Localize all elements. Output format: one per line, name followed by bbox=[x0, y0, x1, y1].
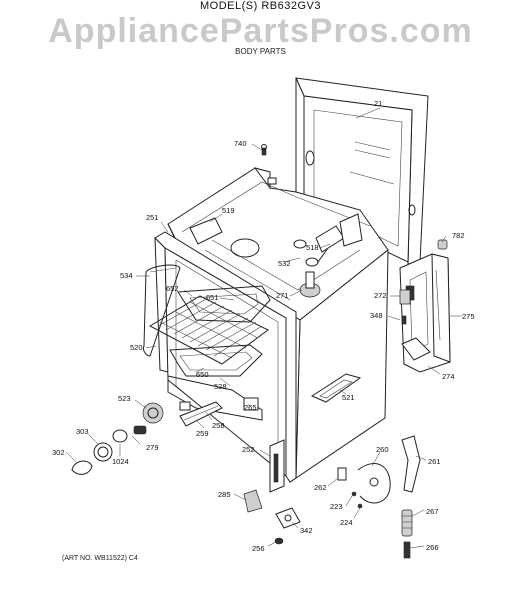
callout-518: 518 bbox=[306, 243, 319, 252]
knob-assembly bbox=[71, 402, 164, 475]
callout-272: 272 bbox=[374, 291, 387, 300]
callout-251: 251 bbox=[146, 213, 159, 222]
callout-266: 266 bbox=[426, 543, 439, 552]
door-gasket bbox=[143, 264, 181, 357]
callout-519: 519 bbox=[222, 206, 235, 215]
hinge-252 bbox=[269, 439, 285, 493]
callout-1024: 1024 bbox=[112, 457, 129, 466]
callout-267: 267 bbox=[426, 507, 439, 516]
callout-271: 271 bbox=[276, 291, 289, 300]
regulator bbox=[299, 247, 329, 298]
bake-element bbox=[169, 285, 271, 377]
callout-521: 521 bbox=[342, 393, 355, 402]
callout-523: 523 bbox=[118, 394, 131, 403]
callout-528: 528 bbox=[214, 382, 227, 391]
callout-260: 260 bbox=[376, 445, 389, 454]
callout-labels: 21 740 251 519 782 518 532 534 652 651 2… bbox=[52, 99, 475, 553]
callout-261: 261 bbox=[428, 457, 441, 466]
hinge-receiver bbox=[351, 463, 391, 509]
callout-259: 259 bbox=[196, 429, 209, 438]
leader-lines bbox=[65, 107, 462, 549]
callout-782: 782 bbox=[452, 231, 465, 240]
callout-256: 256 bbox=[252, 544, 265, 553]
callout-652: 652 bbox=[166, 284, 179, 293]
callout-224: 224 bbox=[340, 518, 353, 527]
callout-348: 348 bbox=[370, 311, 383, 320]
model-title: MODEL(S) RB632GV3 bbox=[200, 0, 321, 12]
leg-285 bbox=[243, 489, 263, 513]
callout-21: 21 bbox=[374, 99, 382, 108]
oven-rack bbox=[148, 295, 269, 365]
terminal-block bbox=[399, 289, 411, 325]
callout-285: 285 bbox=[218, 490, 231, 499]
callout-303: 303 bbox=[76, 427, 89, 436]
callout-651: 651 bbox=[206, 293, 219, 302]
callout-520: 520 bbox=[130, 343, 143, 352]
callout-342: 342 bbox=[300, 526, 313, 535]
leg-bracket-342 bbox=[274, 507, 301, 545]
callout-279: 279 bbox=[146, 443, 159, 452]
callout-534: 534 bbox=[120, 271, 133, 280]
right-side-module bbox=[399, 253, 451, 373]
callout-252: 252 bbox=[242, 445, 255, 454]
callout-302: 302 bbox=[52, 448, 65, 457]
callout-262: 262 bbox=[314, 483, 327, 492]
section-title: BODY PARTS bbox=[235, 47, 286, 56]
side-brackets bbox=[189, 213, 363, 253]
callout-650: 650 bbox=[196, 370, 209, 379]
callout-274: 274 bbox=[442, 372, 455, 381]
lower-frame bbox=[167, 375, 263, 421]
spring-bracket bbox=[401, 435, 421, 559]
side-panel-decal bbox=[310, 373, 362, 403]
grommet-782 bbox=[437, 239, 448, 250]
callout-265: 265 bbox=[244, 403, 257, 412]
bottom-bracket bbox=[179, 401, 223, 427]
callout-258: 258 bbox=[212, 421, 225, 430]
screw-740 bbox=[261, 144, 267, 156]
callout-740: 740 bbox=[234, 139, 247, 148]
leveler-262 bbox=[337, 467, 347, 481]
callout-532: 532 bbox=[278, 259, 291, 268]
art-number: (ART NO. WB11522) C4 bbox=[62, 555, 138, 562]
callout-223: 223 bbox=[330, 502, 343, 511]
watermark-logo: AppliancePartsPros.com bbox=[48, 12, 473, 50]
callout-275: 275 bbox=[462, 312, 475, 321]
